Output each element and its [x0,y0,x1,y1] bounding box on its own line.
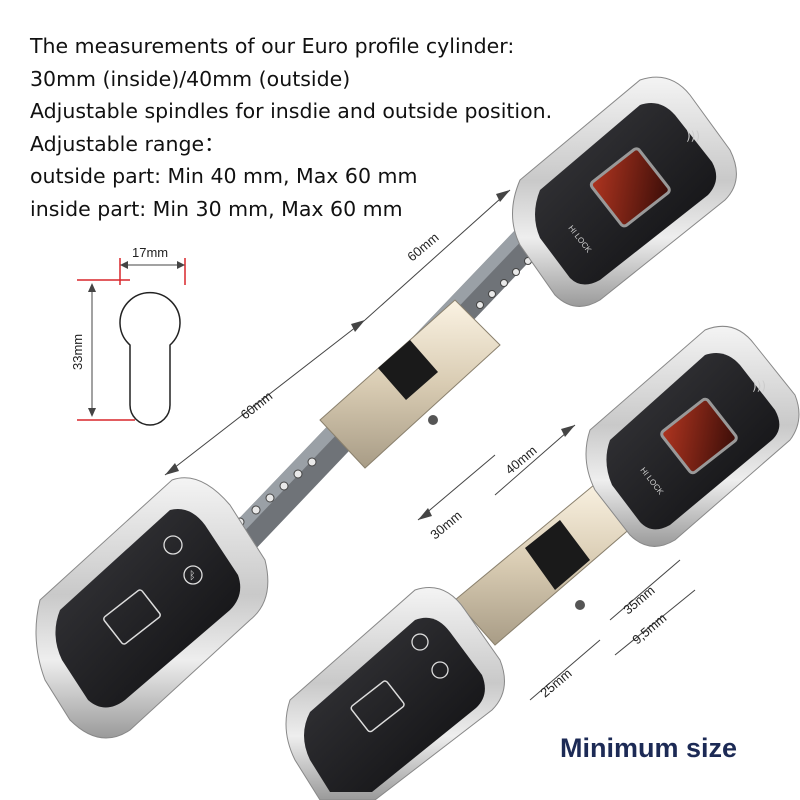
large-lock-inner-length-label: 60mm [404,230,441,265]
minimum-size-caption: Minimum size [560,733,738,763]
small-lock-inner-knob: HI LOCK ))) [585,325,800,547]
bluetooth-icon [183,565,203,585]
lock-toggle-icon [163,535,183,555]
profile-width-label: 17mm [132,245,168,260]
headline-line: The measurements of our Euro profile cyl… [30,34,515,58]
svg-text:))): ))) [752,379,766,393]
large-lock-outer-knob: ᛒ [35,477,269,739]
headline-text: The measurements of our Euro profile cyl… [30,30,650,225]
small-lock-right-label-1: 35mm [620,583,657,618]
small-lock-right-label-2: 9,5mm [629,610,669,647]
large-lock-assembly: ᛒ HI LOCK ))) 60mm 60mm [35,76,737,739]
profile-height-label: 33mm [70,334,85,370]
headline-line: Adjustable spindles for insdie and outsi… [30,99,553,123]
small-lock-bottom-label: 25mm [537,666,574,701]
headline-line: inside part: Min 30 mm, Max 60 mm [30,196,403,221]
headline-line: outside part: Min 40 mm, Max 60 mm [30,164,418,188]
headline-line: Adjustable range： [30,131,225,156]
large-lock-outer-length-label: 60mm [238,388,276,422]
small-lock-inner-label: 30mm [427,508,464,543]
svg-text:ᛒ: ᛒ [189,569,196,582]
large-lock-inner-knob: HI LOCK ))) [512,76,737,307]
svg-text:))): ))) [686,129,700,143]
cylinder-profile: 17mm 33mm [70,245,186,426]
small-lock-outer-knob [285,587,505,800]
headline-line: 30mm (inside)/40mm (outside) [30,66,351,91]
